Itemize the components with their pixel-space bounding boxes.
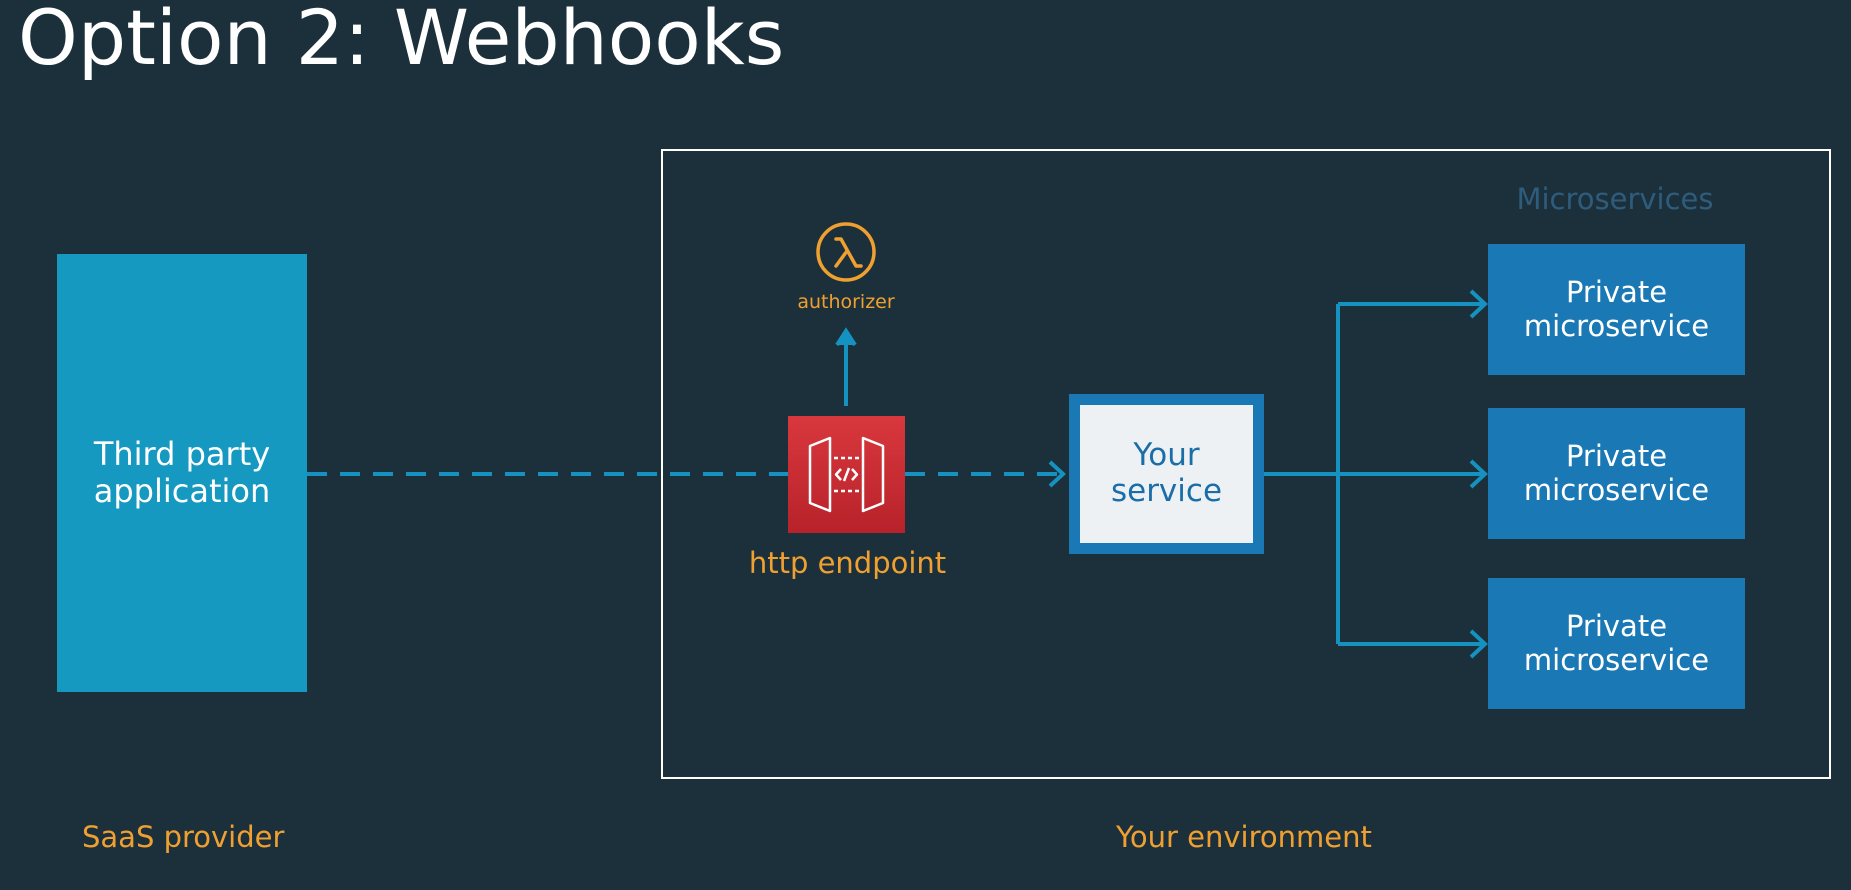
your-environment-boundary [661, 149, 1831, 779]
third-party-line1: Third party [93, 435, 271, 474]
microservice-1-line2: microservice [1523, 308, 1710, 343]
saas-provider-label: SaaS provider [82, 820, 285, 854]
private-microservice-3: Private microservice [1488, 578, 1745, 709]
service-arrowhead [1048, 460, 1066, 488]
third-party-application: Third party application [57, 254, 307, 692]
api-gateway-icon [788, 416, 905, 533]
authorizer-arrowhead [835, 327, 857, 347]
microservice-1-line1: Private [1565, 275, 1668, 310]
lambda-icon [814, 220, 878, 284]
your-service-box: Your service [1069, 394, 1264, 554]
arrowhead-bottom [1469, 629, 1488, 659]
private-microservice-1: Private microservice [1488, 244, 1745, 375]
http-endpoint-label: http endpoint [748, 546, 947, 580]
microservice-2-line2: microservice [1523, 472, 1710, 507]
authorizer-label: authorizer [797, 291, 895, 313]
private-microservice-2: Private microservice [1488, 408, 1745, 539]
microservices-section-label: Microservices [1516, 182, 1714, 216]
your-service-line1: Your [1133, 437, 1200, 474]
microservice-2-line1: Private [1565, 439, 1668, 474]
your-environment-label: Your environment [1116, 820, 1372, 854]
arrowhead-top [1469, 289, 1488, 319]
slide-title: Option 2: Webhooks [18, 0, 785, 82]
your-service-line2: service [1110, 473, 1223, 509]
microservice-3-line1: Private [1565, 609, 1668, 644]
microservice-3-line2: microservice [1523, 642, 1710, 677]
arrowhead-middle [1469, 459, 1488, 489]
third-party-line2: application [93, 472, 271, 510]
